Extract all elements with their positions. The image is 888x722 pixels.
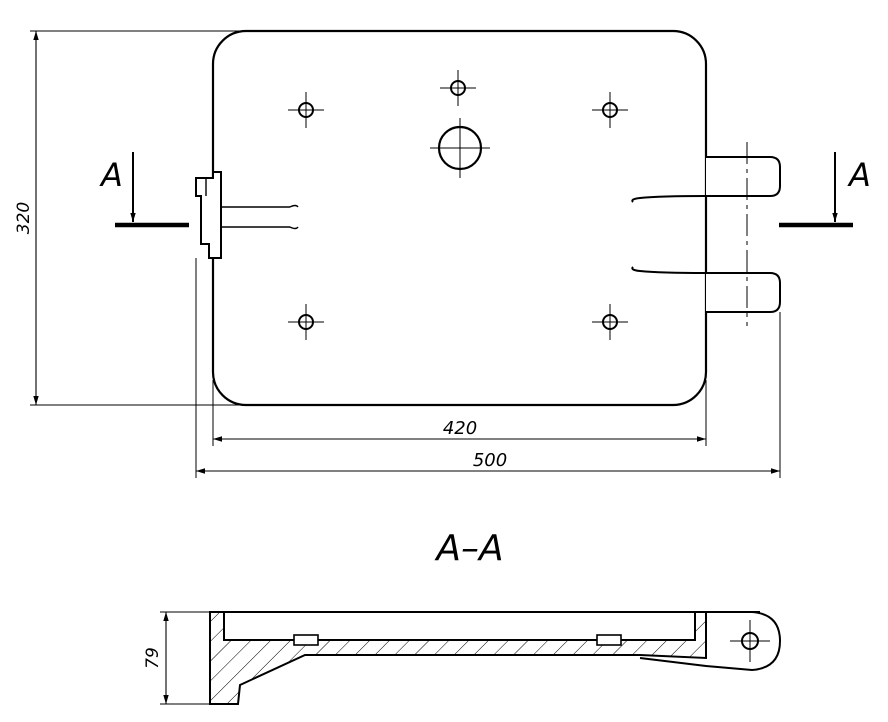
mounting-hole bbox=[440, 70, 476, 106]
mounting-hole bbox=[592, 304, 628, 340]
right-hinge bbox=[631, 142, 781, 326]
mounting-hole bbox=[592, 92, 628, 128]
left-latch bbox=[195, 171, 299, 259]
dimension-overall-width-label: 500 bbox=[473, 450, 507, 471]
dimension-inner-width bbox=[212, 380, 707, 446]
section-hinge-lug bbox=[639, 611, 782, 672]
dimension-overall-width bbox=[195, 258, 781, 478]
plan-view bbox=[195, 29, 781, 407]
mounting-hole bbox=[288, 304, 324, 340]
mounting-hole bbox=[288, 92, 324, 128]
section-label-right: A bbox=[847, 156, 871, 194]
section-view-title: A–A bbox=[434, 528, 503, 569]
dimension-inner-width-label: 420 bbox=[443, 418, 477, 439]
center-hole bbox=[430, 118, 490, 178]
section-view bbox=[160, 611, 782, 705]
section-marker-right: A bbox=[779, 152, 871, 228]
section-marker-left: A bbox=[99, 152, 189, 228]
dimension-height-label: 320 bbox=[14, 202, 34, 234]
dimension-height bbox=[30, 30, 240, 406]
section-label-left: A bbox=[99, 156, 123, 194]
plate-outline bbox=[211, 29, 708, 407]
section-body-hatched bbox=[209, 611, 707, 705]
dimension-thickness-label: 79 bbox=[143, 647, 163, 669]
